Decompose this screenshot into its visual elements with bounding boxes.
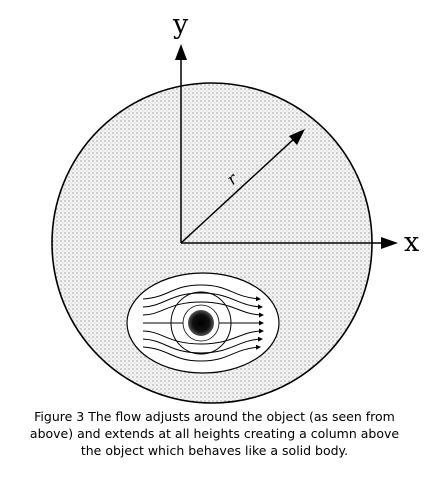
figure-caption: Figure 3 The flow adjusts around the obj… — [0, 408, 429, 459]
streamlines — [142, 284, 264, 362]
rotating-tank-diagram: y x r — [51, 9, 419, 404]
streamline-6 — [142, 336, 263, 354]
streamline-5 — [142, 328, 264, 345]
streamline-3 — [142, 301, 264, 318]
x-axis-label: x — [404, 227, 419, 258]
object-solid-body — [188, 310, 214, 336]
y-axis-arrowhead — [175, 44, 187, 60]
streamline-2 — [142, 292, 263, 310]
caption-line-2: above) and extends at all heights creati… — [29, 426, 400, 441]
radius-arrowhead — [289, 129, 305, 145]
streamline-7 — [142, 344, 261, 362]
caption-line-1: Figure 3 The flow adjusts around the obj… — [34, 409, 395, 424]
axes — [175, 44, 398, 249]
x-axis-arrowhead — [381, 237, 398, 249]
radius-line — [180, 136, 297, 244]
y-axis-label: y — [172, 9, 189, 40]
caption-line-3: the object which behaves like a solid bo… — [80, 443, 349, 458]
streamline-1 — [142, 284, 261, 302]
